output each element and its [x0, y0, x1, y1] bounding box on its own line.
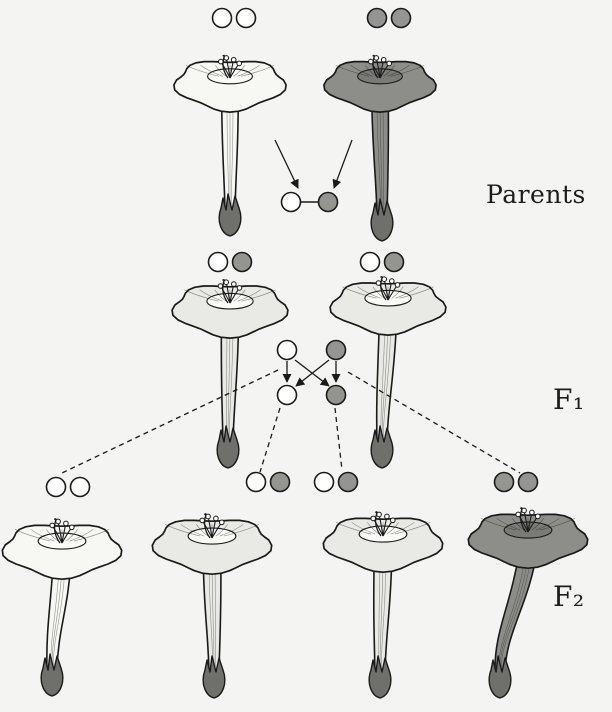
dashed-to-f2-hybrid-2 [335, 408, 342, 470]
f1-flower-left-calyx [217, 426, 239, 468]
f2-colored-alleles [495, 473, 538, 492]
parent-colored-alleles [368, 9, 411, 28]
f1-right-alleles-b [385, 253, 404, 272]
parent-white-flower [174, 55, 286, 236]
f1-label: F₁ [553, 383, 585, 416]
parent-gamete-colored [319, 193, 338, 212]
f2-flower-white [2, 519, 121, 696]
parent-white-alleles-b [237, 9, 256, 28]
f1-left-alleles-a [209, 253, 228, 272]
parents-label: Parents [486, 180, 586, 209]
f2-white-alleles-a [47, 478, 66, 497]
f1-left-alleles-b [233, 253, 252, 272]
f2-label: F₂ [553, 580, 585, 613]
f2-flower-hybrid-2 [323, 512, 442, 698]
parent-colored-flower-calyx [371, 199, 393, 241]
f2-white-alleles-b [71, 478, 90, 497]
f1-left-alleles [209, 253, 252, 272]
f1-gamete-bottom-colored [327, 386, 346, 405]
f2-flower-hybrid-1 [152, 514, 271, 698]
f1-flower-right-calyx [371, 426, 393, 468]
f2-colored-alleles-b [519, 473, 538, 492]
f2-flower-white-calyx [41, 654, 63, 696]
arrow-parent-colored-gamete [334, 140, 352, 188]
f1-gamete-top-colored [327, 341, 346, 360]
f2-flower-hybrid-1-calyx [203, 656, 225, 698]
f1-flower-right-tube [377, 320, 397, 442]
parent-white-alleles-a [213, 9, 232, 28]
f2-colored-alleles-a [495, 473, 514, 492]
f2-white-alleles [47, 478, 90, 497]
f1-flower-left [172, 280, 288, 468]
f2-hybrid-2-alleles-a [315, 473, 334, 492]
f2-flower-hybrid-2-calyx [369, 656, 391, 698]
f1-right-alleles-a [361, 253, 380, 272]
f2-hybrid-2-alleles [315, 473, 358, 492]
parent-colored-alleles-a [368, 9, 387, 28]
parent-gamete-white [282, 193, 301, 212]
dashed-to-f2-hybrid-1 [260, 408, 280, 472]
f2-flower-colored-calyx [489, 656, 511, 698]
parent-colored-flower [324, 55, 436, 241]
f1-gamete-top-white [278, 341, 297, 360]
f1-gamete-bottom-white [278, 386, 297, 405]
parent-colored-alleles-b [392, 9, 411, 28]
f1-flower-right [330, 277, 446, 468]
f2-hybrid-1-alleles-b [271, 473, 290, 492]
parent-white-alleles [213, 9, 256, 28]
f2-hybrid-1-alleles-a [247, 473, 266, 492]
parent-white-flower-calyx [219, 194, 241, 236]
f1-right-alleles [361, 253, 404, 272]
f2-hybrid-2-alleles-b [339, 473, 358, 492]
dashed-to-f2-white [62, 370, 278, 473]
f2-hybrid-1-alleles [247, 473, 290, 492]
arrow-parent-white-gamete [275, 140, 298, 188]
